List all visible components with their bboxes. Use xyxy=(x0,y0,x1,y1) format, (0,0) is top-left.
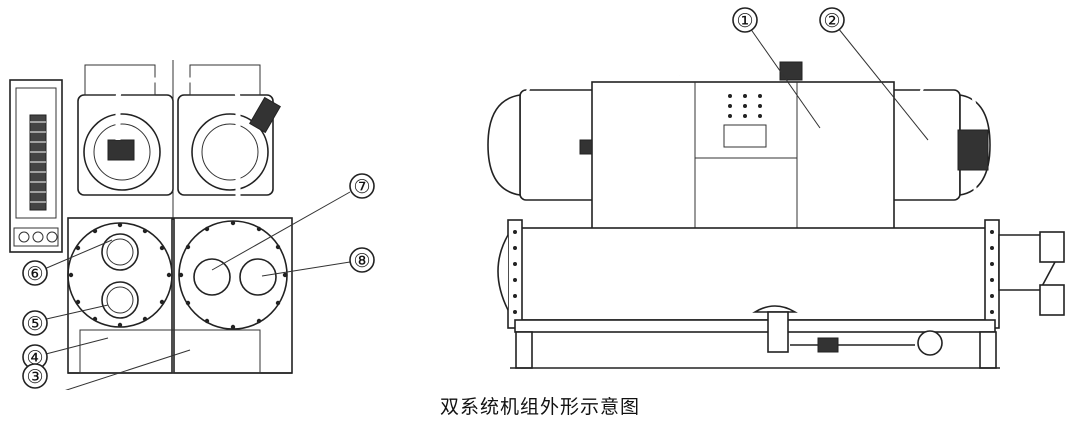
svg-text:⑤: ⑤ xyxy=(26,313,43,335)
svg-text:⑥: ⑥ xyxy=(26,263,43,285)
callout-5: ⑤ xyxy=(22,310,48,336)
figure-caption: 双系统机组外形示意图 xyxy=(439,396,640,418)
evaporator-shell xyxy=(514,227,996,321)
unit-outline-drawing: ⑥ ⑤ ④ ③ ⑦ ⑧ xyxy=(9,7,1065,390)
svg-text:④: ④ xyxy=(26,347,43,369)
front-view xyxy=(9,60,293,374)
callout-8: ⑧ xyxy=(349,247,375,273)
callout-leaders-side xyxy=(749,27,929,141)
callout-2: ② xyxy=(819,7,845,33)
callout-leaders-front xyxy=(41,191,351,390)
callout-1: ① xyxy=(732,7,758,33)
valve-assembly xyxy=(957,129,989,171)
electrical-cabinet xyxy=(591,81,895,251)
svg-text:⑦: ⑦ xyxy=(353,176,370,198)
display-panel xyxy=(723,124,767,148)
indicator-lights xyxy=(728,94,762,118)
callout-6: ⑥ xyxy=(22,260,48,286)
callout-3: ③ xyxy=(22,363,48,389)
callout-4: ④ xyxy=(22,344,48,370)
flange-bolts xyxy=(68,220,288,330)
water-nozzle xyxy=(239,258,277,296)
svg-text:③: ③ xyxy=(26,366,43,388)
cabinet-vent-grille xyxy=(29,114,47,211)
svg-text:⑧: ⑧ xyxy=(353,250,370,272)
svg-text:②: ② xyxy=(823,10,840,32)
top-valve xyxy=(779,61,803,81)
water-nozzle xyxy=(193,258,231,296)
callout-7: ⑦ xyxy=(349,173,375,199)
svg-text:①: ① xyxy=(736,10,753,32)
side-view xyxy=(487,61,1065,369)
base-frame xyxy=(514,319,996,333)
end-cover-right xyxy=(173,217,293,374)
compressor-right xyxy=(177,64,281,196)
compressor-left xyxy=(77,64,174,196)
